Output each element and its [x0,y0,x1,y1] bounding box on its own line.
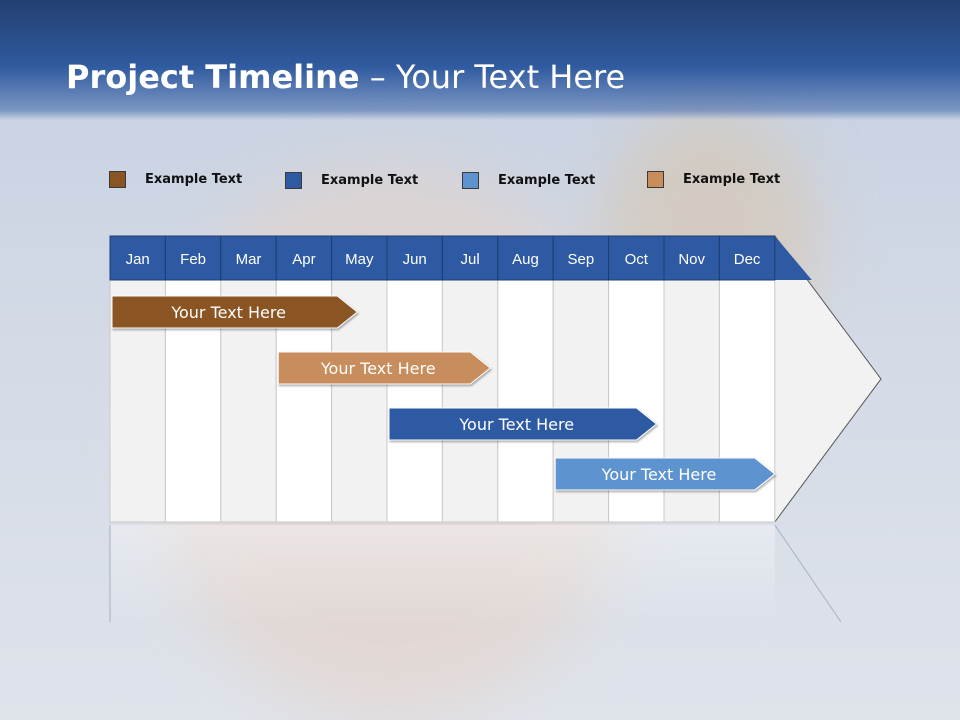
task-bar [111,295,359,329]
month-label: Dec [734,251,761,268]
task-bar [277,351,492,385]
legend-item: Example Text [462,172,595,189]
month-label: Feb [180,251,206,268]
month-label: Jul [461,251,480,268]
title-band [0,0,960,120]
task-label: Your Text Here [170,303,286,322]
month-column [497,279,554,523]
legend-swatch [285,172,302,189]
month-header-cell [164,235,222,281]
legend-item: Example Text [285,172,418,189]
task-label: Your Text Here [458,415,574,434]
month-header-cell [386,235,443,281]
legend-swatch [462,172,479,189]
month-label: Apr [292,251,315,268]
task-bar [554,457,776,491]
month-label: Mar [236,251,262,268]
legend-label: Example Text [498,173,596,188]
month-label: Oct [625,251,649,268]
month-header-cell [109,235,166,281]
title-rest: – Your Text Here [359,58,626,96]
reflection-area [110,525,775,625]
title-bold: Project Timeline [66,58,360,96]
month-column [441,279,499,523]
legend-item: Example Text [109,171,242,188]
reflection-edge [774,524,842,623]
legend-item: Example Text [647,171,780,188]
task-bar [388,407,658,441]
month-header-cell [608,235,665,281]
month-header-cell [275,235,333,281]
month-label: Sep [568,251,595,268]
legend-label: Example Text [683,172,781,187]
legend-label: Example Text [321,173,419,188]
month-label: Jan [126,251,150,268]
timeline-header: Jan Feb Mar Apr May Jun Jul Aug Sep Oct Nov Dec [109,235,812,281]
month-header-cell [497,235,554,281]
legend-swatch [109,171,126,188]
legend-label: Example Text [145,172,243,187]
task-label: Your Text Here [601,465,717,484]
month-label: Aug [512,251,539,268]
month-label: May [345,251,374,268]
slide-title: Project Timeline – Your Text Here [66,58,625,96]
task-label: Your Text Here [320,359,436,378]
month-header-cell [718,235,776,281]
month-label: Jun [403,251,427,268]
month-column [386,279,443,523]
month-header-cell [441,235,499,281]
timeline-reflection [109,524,842,625]
legend-swatch [647,171,664,188]
month-label: Nov [678,251,705,268]
